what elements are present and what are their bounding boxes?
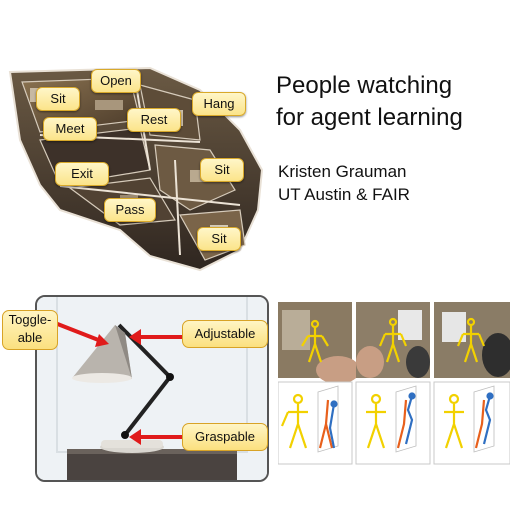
video-frame-1	[278, 302, 360, 384]
lamp-photo-frame	[35, 295, 269, 482]
toggleable-line-2: able	[17, 330, 43, 345]
lamp-label-graspable: Graspable	[182, 423, 268, 451]
title-line-2: for agent learning	[276, 104, 463, 131]
toggleable-line-1: Toggle-	[8, 312, 52, 327]
house-label-open: Open	[91, 69, 141, 93]
house-label-hang: Hang	[192, 92, 246, 116]
title-line-1: People watching	[276, 72, 453, 99]
house-label-exit: Exit	[55, 162, 109, 186]
video-frame-3	[434, 302, 512, 378]
lamp-label-adjustable: Adjustable	[182, 320, 268, 348]
pose-estimation-grid	[277, 300, 512, 466]
house-label-rest: Rest	[127, 108, 181, 132]
house-label-pass: Pass	[104, 198, 156, 222]
house-label-sit: Sit	[197, 227, 241, 251]
author-affiliation: UT Austin & FAIR	[278, 185, 410, 204]
house-label-sit: Sit	[200, 158, 244, 182]
pose-panels	[277, 302, 512, 465]
lamp-label-toggleable: Toggle- able	[2, 310, 58, 350]
author-name: Kristen Grauman	[278, 162, 407, 181]
slide-title: People watching for agent learning	[276, 70, 506, 134]
house-label-meet: Meet	[43, 117, 97, 141]
house-label-sit: Sit	[36, 87, 80, 111]
